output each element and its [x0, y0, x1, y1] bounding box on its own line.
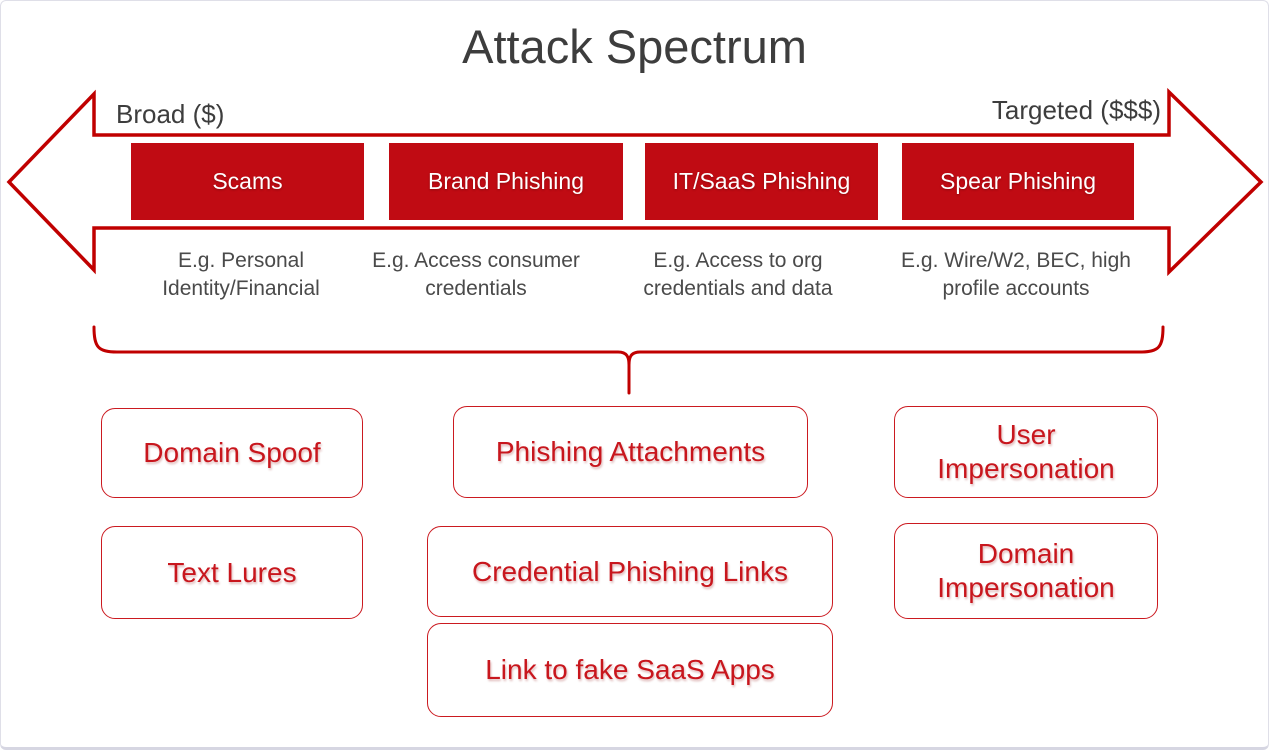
category-example-scams: E.g. Personal Identity/Financial [162, 249, 320, 300]
category-label: Scams [212, 168, 283, 194]
category-example-brand-phishing: E.g. Access consumer credentials [372, 249, 580, 300]
category-example-it-saas-phishing: E.g. Access to org credentials and data [643, 249, 833, 300]
double-arrow-shape [6, 87, 1264, 277]
technique-box-credential-phishing-links: Credential Phishing Links [427, 526, 833, 617]
page-title: Attack Spectrum [462, 20, 807, 73]
technique-box-link-to-fake-saas-apps: Link to fake SaaS Apps [427, 623, 833, 717]
category-example-spear-phishing: E.g. Wire/W2, BEC, high profile accounts [901, 249, 1131, 300]
category-box-it-saas-phishing: IT/SaaS Phishing [645, 143, 878, 220]
technique-box-phishing-attachments: Phishing Attachments [453, 406, 808, 498]
broad-axis-label: Broad ($) [116, 99, 225, 129]
category-box-spear-phishing: Spear Phishing [902, 143, 1134, 220]
category-label: IT/SaaS Phishing [672, 168, 851, 194]
technique-box-domain-impersonation: Domain Impersonation [894, 523, 1158, 619]
category-label: Brand Phishing [428, 168, 584, 194]
category-box-brand-phishing: Brand Phishing [389, 143, 623, 220]
targeted-axis-label: Targeted ($$$) [991, 95, 1161, 125]
category-label: Spear Phishing [940, 168, 1096, 194]
category-box-scams: Scams [131, 143, 364, 220]
technique-box-user-impersonation: User Impersonation [894, 406, 1158, 498]
technique-box-text-lures: Text Lures [101, 526, 363, 619]
brace-shape [92, 325, 1165, 395]
technique-box-domain-spoof: Domain Spoof [101, 408, 363, 498]
